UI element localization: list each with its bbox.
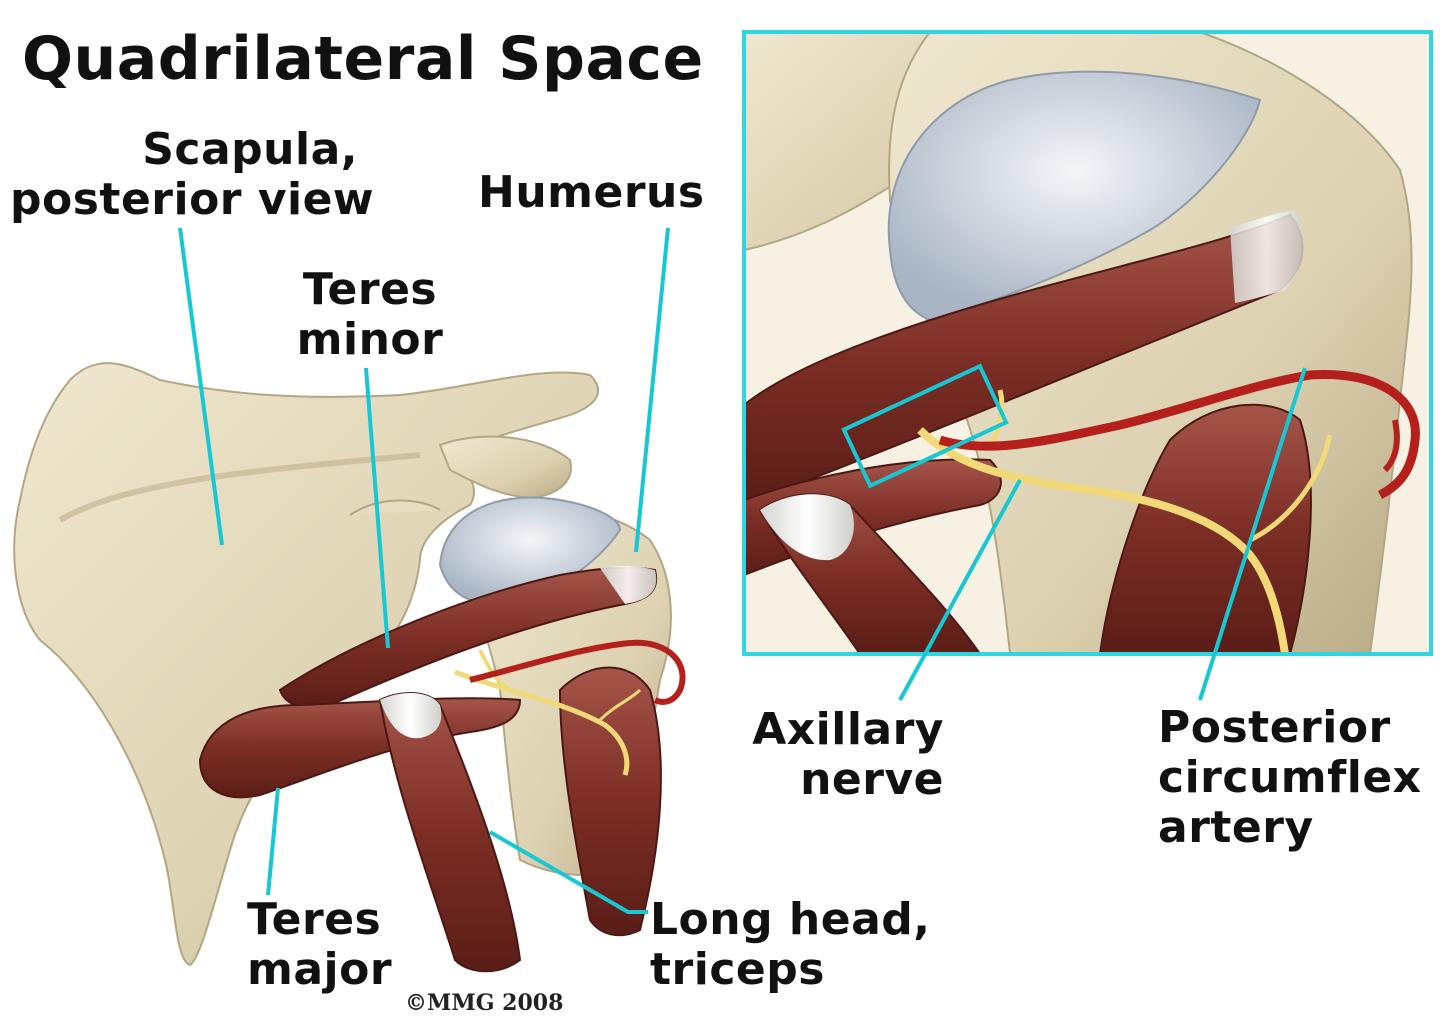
leader-lines bbox=[178, 227, 1307, 914]
teres-minor-label: Teres minor bbox=[296, 264, 444, 365]
posterior-circumflex-artery-small bbox=[469, 639, 686, 705]
scapula-bone bbox=[13, 362, 600, 967]
scapula-leader-line bbox=[178, 227, 224, 546]
lateral-triceps-muscle bbox=[558, 666, 662, 937]
magnified-inset bbox=[742, 30, 1433, 656]
posterior-circumflex-artery-leader-line bbox=[1198, 367, 1307, 701]
teres-minor-muscle bbox=[278, 565, 658, 709]
humerus-leader-line bbox=[634, 227, 670, 553]
long-head-triceps-label: Long head, triceps bbox=[650, 894, 931, 995]
acromion-process bbox=[438, 435, 572, 500]
copyright-notice: ©MMG 2008 bbox=[405, 990, 564, 1016]
teres-major-label: Teres major bbox=[247, 894, 393, 995]
humerus-label: Humerus bbox=[478, 167, 705, 218]
posterior-circumflex-artery-label: Posterior circumflex artery bbox=[1158, 702, 1422, 853]
long-head-triceps-leader-line bbox=[488, 830, 648, 914]
teres-major-muscle bbox=[198, 697, 522, 799]
scapula-label: Scapula, posterior view bbox=[10, 124, 375, 225]
teres-minor-leader-line bbox=[364, 367, 390, 649]
teres-major-leader-line bbox=[266, 787, 280, 896]
axillary-nerve-leader-line bbox=[898, 479, 1022, 701]
diagram-title: Quadrilateral Space bbox=[22, 24, 704, 94]
axillary-nerve-label: Axillary nerve bbox=[752, 704, 944, 805]
long-head-triceps-muscle bbox=[378, 692, 522, 973]
quadrilateral-space-highlight bbox=[841, 363, 1009, 489]
